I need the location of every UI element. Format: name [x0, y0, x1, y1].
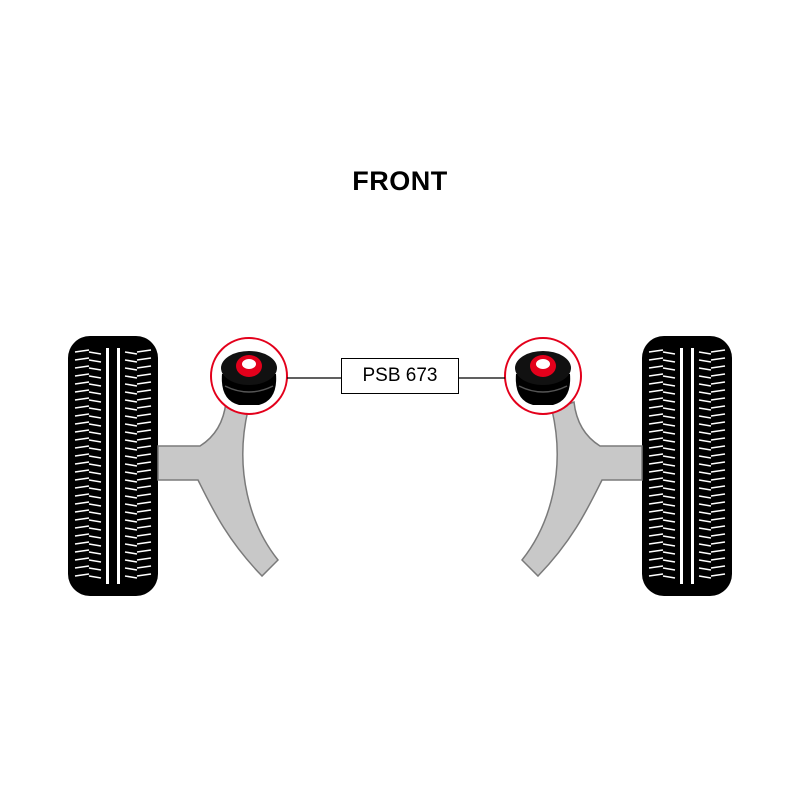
- right-control-arm: [520, 400, 643, 578]
- right-tyre: [641, 335, 733, 597]
- left-control-arm: [157, 400, 280, 578]
- part-number-label: PSB 673: [341, 358, 459, 394]
- left-bush: [210, 337, 288, 415]
- diagram-heading: FRONT: [352, 166, 448, 196]
- right-bush: [504, 337, 582, 415]
- left-tyre: [67, 335, 159, 597]
